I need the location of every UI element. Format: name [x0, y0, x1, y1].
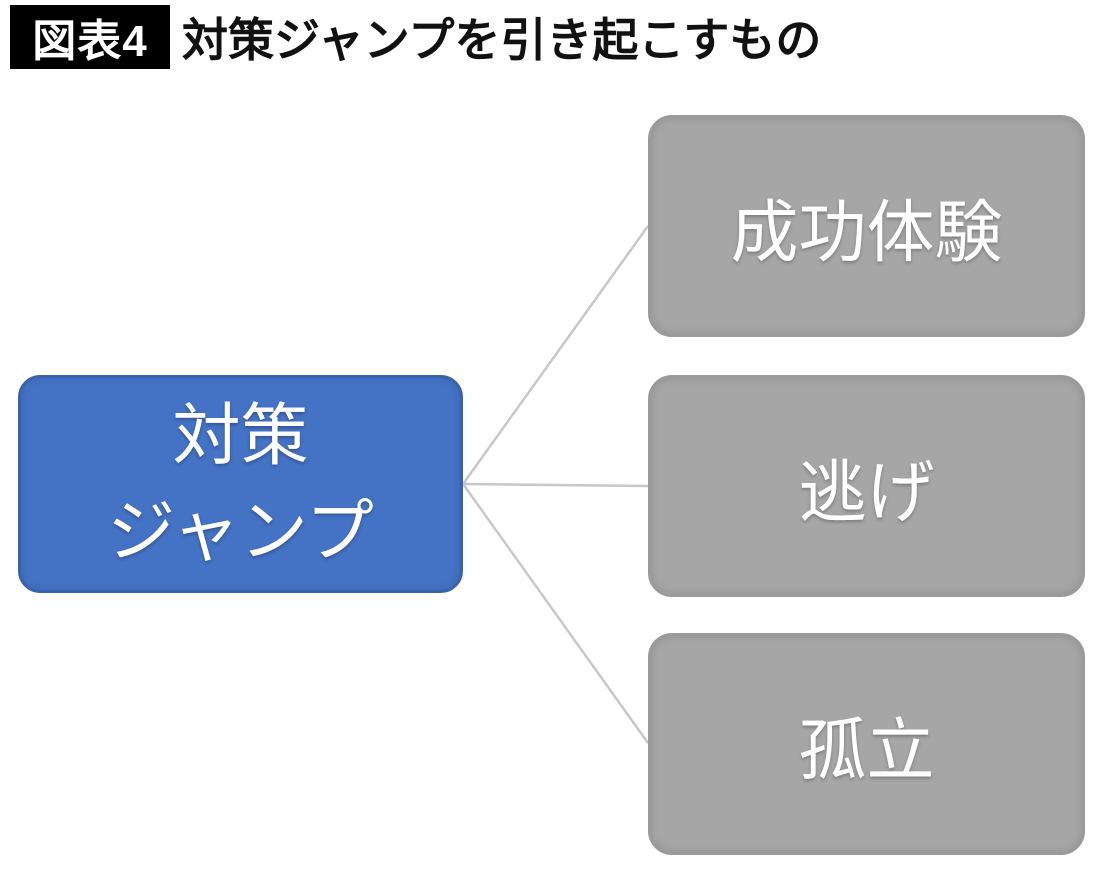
center-node-label-line2: ジャンプ	[107, 494, 374, 570]
branch-node-isolation: 孤立	[648, 633, 1085, 855]
figure-number-badge: 図表4	[10, 5, 170, 69]
connector-line-middle	[462, 482, 649, 488]
branch-node-success-experience: 成功体験	[648, 115, 1085, 337]
figure-title: 対策ジャンプを引き起こすもの	[182, 14, 822, 66]
branch-node-escape: 逃げ	[648, 375, 1085, 597]
center-node-label-line1: 対策	[172, 398, 309, 474]
connector-line-top	[461, 225, 650, 485]
connector-line-bottom	[461, 483, 650, 744]
center-node-taisaku-jump: 対策 ジャンプ	[18, 375, 463, 593]
